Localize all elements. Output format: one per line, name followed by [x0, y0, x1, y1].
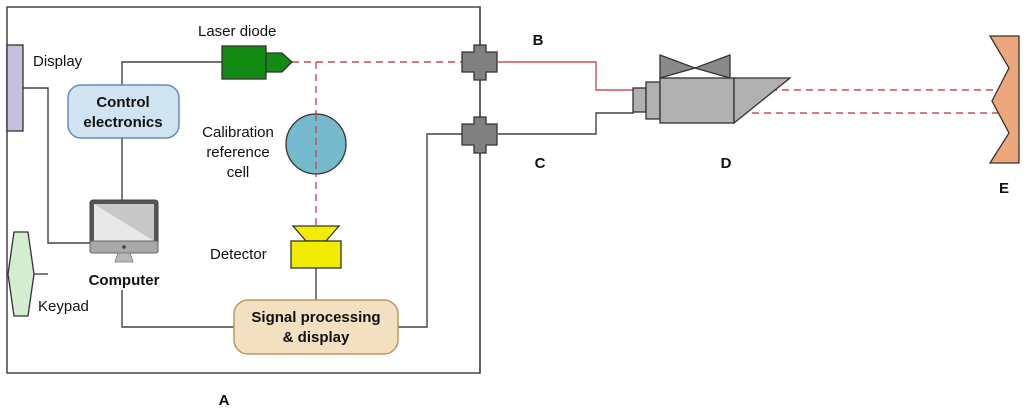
laser-diode-body	[221, 45, 267, 80]
detector-lens	[291, 225, 341, 242]
computer-icon	[89, 199, 159, 263]
detector-label: Detector	[210, 246, 267, 263]
laser-diode-tip	[265, 52, 293, 73]
wire-computer-signal	[121, 290, 234, 328]
label-a: A	[219, 392, 230, 409]
connector-c	[461, 116, 498, 154]
signal-processing-line2: & display	[283, 329, 350, 346]
display-panel	[6, 44, 24, 132]
calibration-label-line2: reference	[206, 144, 269, 161]
signal-processing-line1: Signal processing	[251, 309, 380, 326]
telescope	[632, 54, 792, 125]
calibration-label-line1: Calibration	[202, 124, 274, 141]
label-d: D	[721, 155, 732, 172]
fiber-b-telescope	[498, 61, 634, 91]
laser-diode-label: Laser diode	[198, 23, 276, 40]
keypad-label: Keypad	[38, 298, 89, 315]
wire-display-computer	[23, 87, 90, 244]
wire-c-telescope	[498, 112, 634, 135]
display-label: Display	[33, 53, 83, 70]
connector-b	[461, 44, 498, 81]
label-c: C	[535, 155, 546, 172]
computer-label: Computer	[89, 272, 160, 289]
label-b: B	[533, 32, 544, 49]
control-electronics-line1: Control	[96, 94, 149, 111]
signal-processing-box	[233, 299, 399, 355]
wire-control-laser	[121, 61, 222, 85]
keypad-shape	[7, 231, 35, 317]
detector-body	[290, 240, 342, 269]
label-e: E	[999, 180, 1009, 197]
calibration-label-line3: cell	[227, 164, 250, 181]
retroreflector-e	[988, 35, 1020, 164]
control-electronics-line2: electronics	[83, 114, 162, 131]
wire-signal-connector-c	[398, 133, 462, 328]
control-electronics-box	[67, 84, 180, 139]
